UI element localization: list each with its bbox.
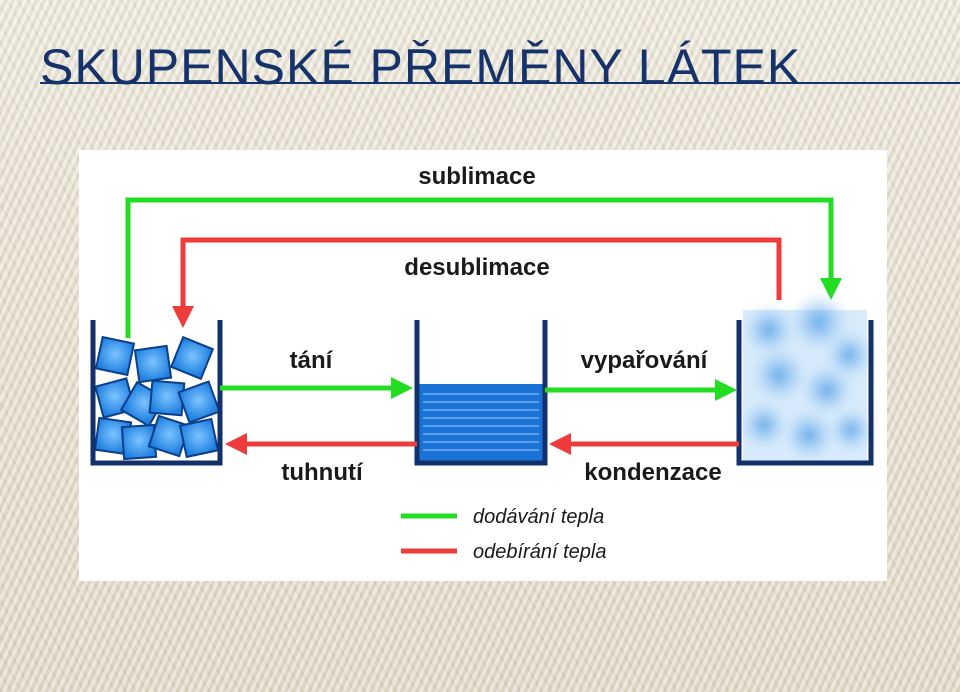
melting-arrow [220, 377, 413, 399]
melting-label: tání [290, 347, 334, 374]
solid-container [90, 320, 223, 466]
sublimation-label: sublimace [418, 163, 535, 190]
legend-heat-added-label: dodávání tepla [473, 506, 604, 528]
solidification-arrow [225, 433, 417, 455]
desublimation-label: desublimace [404, 254, 549, 281]
condensation-label: kondenzace [584, 459, 721, 486]
liquid-container [414, 320, 548, 466]
gas-container [736, 292, 874, 466]
desublimation-arrow [172, 237, 782, 328]
title-underline [40, 82, 960, 84]
solidification-label: tuhnutí [281, 459, 364, 486]
legend: dodávání tepla odebírání tepla [401, 506, 606, 563]
water-ripples [423, 393, 539, 451]
evaporation-arrow [545, 379, 737, 401]
vapor-cloud [740, 292, 873, 461]
diagram-canvas: sublimace desublimace [90, 163, 874, 563]
sublimation-arrow [125, 197, 842, 338]
legend-heat-removed-label: odebírání tepla [473, 541, 606, 563]
ice-cubes [93, 335, 221, 461]
phase-change-diagram: sublimace desublimace [79, 150, 887, 581]
page-title: SKUPENSKÉ PŘEMĚNY LÁTEK [40, 39, 802, 95]
evaporation-label: vypařování [581, 347, 709, 374]
condensation-arrow [549, 433, 739, 455]
